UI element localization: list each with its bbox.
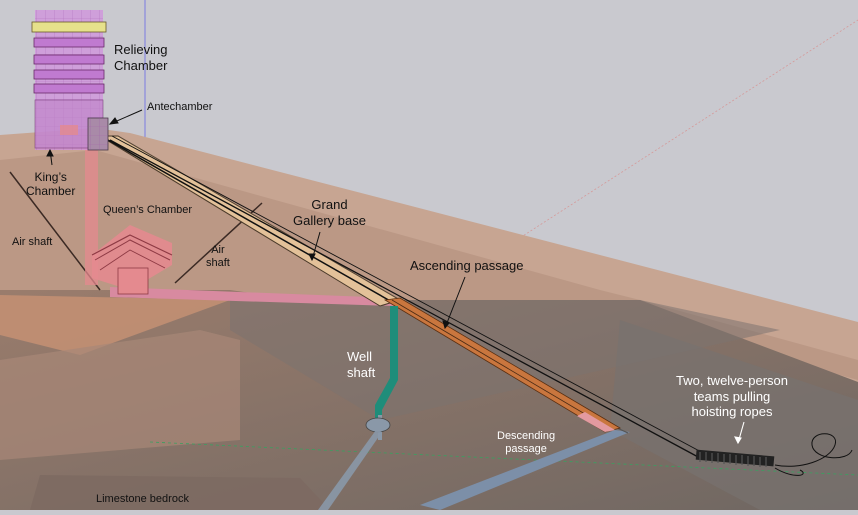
rope-team-shape (695, 433, 853, 476)
slope-face (0, 150, 858, 380)
queens-horizontal-passage (110, 287, 395, 306)
hoisting-rope-2 (111, 135, 706, 455)
air-shaft-left-label: Air shaft (12, 236, 53, 248)
green-guide-line (149, 441, 858, 476)
descending-passage-shape (420, 430, 630, 510)
bedrock-block (30, 475, 330, 510)
relieving-chamber-label: Relieving Chamber (114, 42, 168, 73)
rope-teams-label: Two, twelve-person teams pulling hoistin… (676, 373, 788, 420)
vertical-shaft (85, 148, 98, 285)
queens-chamber-shape (91, 225, 173, 295)
ascending-passage-shape (383, 297, 622, 433)
queens-chamber-label: Queen’s Chamber (103, 204, 193, 216)
left-block (0, 330, 240, 460)
well-shaft-shape (318, 306, 398, 510)
teams-arrow (734, 421, 745, 445)
antechamber-shape (87, 117, 109, 151)
red-guide-line (469, 19, 858, 271)
left-face (0, 295, 230, 355)
hoisting-rope-1 (109, 139, 701, 459)
air-shaft-right-label: Air shaft (206, 244, 230, 270)
annotation-arrows (46, 109, 466, 330)
kings-chamber-label: King’s Chamber (26, 170, 76, 199)
grand-gallery-label: Grand Gallery base (293, 197, 366, 228)
antechamber-label: Antechamber (147, 101, 213, 113)
ramp-surface (610, 320, 858, 510)
ascending-passage-label: Ascending passage (410, 258, 524, 273)
well-shaft-label: Well shaft (347, 349, 376, 380)
descending-passage-label: Descending passage (497, 430, 556, 456)
limestone-bedrock-label: Limestone bedrock (96, 493, 189, 505)
